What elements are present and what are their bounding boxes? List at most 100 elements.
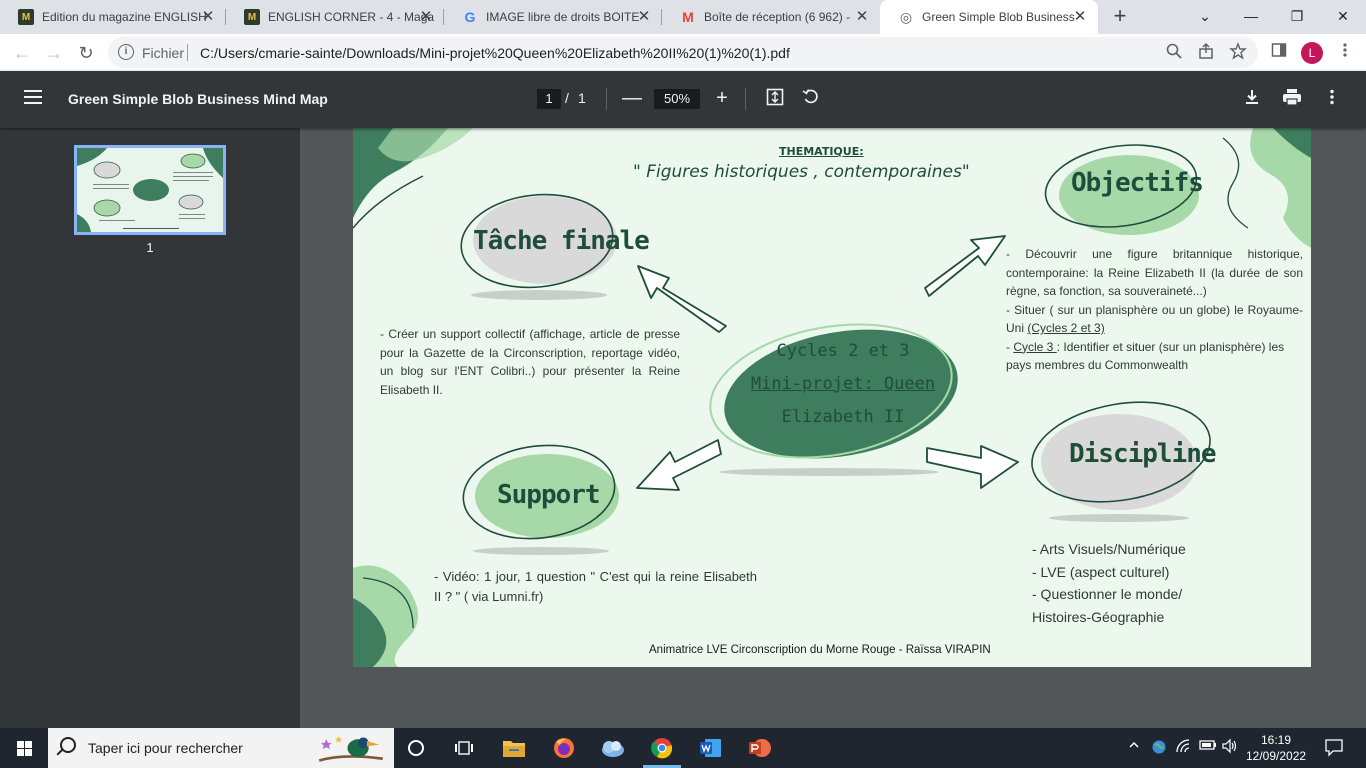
- center-line-2: Mini-projet: Queen: [733, 374, 953, 394]
- bookmark-star-icon[interactable]: [1228, 42, 1248, 63]
- center-bubble: [724, 329, 958, 459]
- cortana-icon[interactable]: [402, 734, 430, 762]
- document-footer: Animatrice LVE Circonscription du Morne …: [649, 644, 991, 656]
- page-number-input[interactable]: 1: [537, 89, 561, 109]
- minimize-button[interactable]: —: [1244, 8, 1258, 24]
- file-explorer-icon[interactable]: [500, 734, 528, 762]
- forward-button[interactable]: →: [45, 43, 63, 63]
- windows-taskbar: Taper ici pour rechercher: [0, 728, 1366, 768]
- volume-icon[interactable]: [1222, 738, 1238, 756]
- search-highlight-illustration: [318, 735, 383, 762]
- tab-gmail[interactable]: M Boîte de réception (6 962) - ✕: [662, 0, 880, 34]
- chrome-icon[interactable]: [648, 734, 676, 762]
- tab-search-button[interactable]: ⌄: [1199, 8, 1211, 24]
- notifications-icon[interactable]: [1325, 738, 1343, 759]
- thumbnail-page-number: 1: [146, 240, 154, 255]
- side-panel-icon[interactable]: [1268, 42, 1290, 64]
- tab-separator: [661, 9, 662, 25]
- taskbar-search[interactable]: Taper ici pour rechercher: [48, 728, 394, 768]
- globe-favicon: ◎: [899, 8, 913, 25]
- tab-edition-magazine[interactable]: M Edition du magazine ENGLISH ✕: [0, 0, 226, 34]
- page-total: 1: [578, 90, 586, 106]
- tab-english-corner[interactable]: M ENGLISH CORNER - 4 - Maga ✕: [226, 0, 444, 34]
- zoom-out-button[interactable]: —: [622, 87, 642, 109]
- objectifs-line-1: - Découvrir une figure britannique histo…: [1006, 247, 1303, 298]
- bubble-outline: [460, 193, 614, 289]
- network-globe-icon[interactable]: [1151, 739, 1167, 758]
- rotate-icon[interactable]: [800, 88, 822, 110]
- search-placeholder: Taper ici pour rechercher: [88, 740, 243, 756]
- toolbar-divider: [606, 88, 607, 110]
- profile-avatar[interactable]: L: [1301, 42, 1323, 64]
- browser-menu-icon[interactable]: [1334, 42, 1356, 64]
- tab-title: Green Simple Blob Business: [922, 10, 1075, 24]
- arrow-to-discipline: [926, 445, 1019, 489]
- support-text: - Vidéo: 1 jour, 1 question " C'est qui …: [434, 569, 757, 604]
- address-url[interactable]: C:/Users/cmarie-sainte/Downloads/Mini-pr…: [200, 45, 790, 61]
- close-icon[interactable]: ✕: [201, 8, 215, 25]
- print-icon[interactable]: [1281, 88, 1303, 110]
- magazine-favicon: M: [244, 9, 260, 25]
- discipline-list: - Arts Visuels/Numérique - LVE (aspect c…: [1032, 538, 1232, 628]
- clock-time: 16:19: [1260, 733, 1292, 747]
- close-icon[interactable]: ✕: [637, 8, 651, 25]
- weather-app-icon[interactable]: [599, 734, 627, 762]
- thematique-value: " Figures historiques , contemporaines": [633, 162, 970, 182]
- objectifs-text: - Découvrir une figure britannique histo…: [1006, 245, 1303, 375]
- tab-separator: [443, 9, 444, 25]
- page-separator: /: [565, 90, 569, 106]
- system-clock[interactable]: 16:19 12/09/2022: [1246, 732, 1306, 764]
- bubble-outline: [709, 323, 953, 459]
- reload-button[interactable]: ↻: [78, 43, 94, 63]
- shadow: [471, 290, 607, 300]
- back-button[interactable]: ←: [13, 43, 31, 63]
- wifi-icon[interactable]: [1176, 739, 1192, 756]
- mind-map-artwork: [352, 128, 1311, 667]
- objectifs-title: Objectifs: [1071, 168, 1204, 198]
- task-view-icon[interactable]: [450, 734, 478, 762]
- center-line-2-text: Mini-projet: Queen: [750, 374, 936, 394]
- new-tab-button[interactable]: +: [1113, 3, 1127, 28]
- start-button[interactable]: [0, 728, 48, 768]
- arrow-to-support: [636, 439, 722, 491]
- decor-blob: [1273, 128, 1311, 158]
- discipline-item: - Arts Visuels/Numérique: [1032, 541, 1186, 557]
- close-window-button[interactable]: ✕: [1337, 8, 1349, 24]
- arrow-to-objectifs: [924, 235, 1006, 297]
- firefox-icon[interactable]: [550, 734, 578, 762]
- share-icon[interactable]: [1196, 42, 1216, 63]
- discipline-item: - LVE (aspect culturel): [1032, 563, 1170, 580]
- support-bubble: [475, 454, 619, 538]
- address-bar[interactable]: i Fichier C:/Users/cmarie-sainte/Downloa…: [108, 37, 1258, 68]
- zoom-in-button[interactable]: +: [716, 87, 728, 109]
- tache-finale-bubble: [473, 196, 617, 284]
- bubble-outline: [462, 444, 616, 540]
- restore-button[interactable]: ❐: [1290, 8, 1304, 24]
- more-actions-icon[interactable]: [1321, 88, 1343, 110]
- zoom-level-input[interactable]: 50%: [654, 89, 700, 109]
- close-icon[interactable]: ✕: [1073, 8, 1087, 25]
- thematique-label: THEMATIQUE:: [779, 145, 864, 158]
- thumbnail-sidebar: 1: [0, 128, 300, 728]
- support-title: Support: [497, 480, 601, 510]
- magazine-favicon: M: [18, 9, 34, 25]
- clock-date: 12/09/2022: [1246, 749, 1307, 763]
- close-icon[interactable]: ✕: [419, 8, 433, 25]
- show-hidden-icons-icon[interactable]: [1128, 739, 1140, 754]
- word-icon[interactable]: [697, 734, 725, 762]
- site-info-icon[interactable]: i: [118, 44, 134, 60]
- powerpoint-icon[interactable]: [746, 734, 774, 762]
- menu-icon[interactable]: [24, 90, 42, 104]
- close-icon[interactable]: ✕: [855, 8, 869, 25]
- page-thumbnail[interactable]: [74, 145, 226, 235]
- decor-blob: [1250, 128, 1311, 248]
- center-line-1: Cycles 2 et 3: [776, 341, 910, 361]
- fit-page-icon[interactable]: [764, 88, 786, 110]
- tab-green-simple-blob[interactable]: ◎ Green Simple Blob Business ✕: [880, 0, 1098, 34]
- download-icon[interactable]: [1241, 88, 1263, 110]
- battery-icon[interactable]: [1199, 739, 1217, 754]
- zoom-icon[interactable]: [1164, 43, 1184, 63]
- tab-image-libre[interactable]: G IMAGE libre de droits BOITE ✕: [444, 0, 662, 34]
- objectifs-line-2: - Situer ( sur un planisphère ou un glob…: [1006, 301, 1303, 338]
